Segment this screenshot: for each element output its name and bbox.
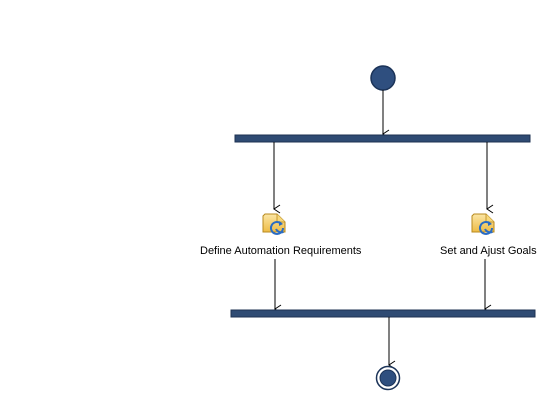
join-bar[interactable] <box>230 309 536 318</box>
final-node[interactable] <box>375 365 401 391</box>
activity-task-icon[interactable] <box>262 213 286 235</box>
fork-bar[interactable] <box>234 134 531 143</box>
activity-label-define-automation-requirements: Define Automation Requirements <box>200 245 362 257</box>
activity-label-set-and-ajust-goals: Set and Ajust Goals <box>440 245 537 257</box>
activity-task-icon[interactable] <box>471 213 495 235</box>
initial-node[interactable] <box>370 65 396 91</box>
